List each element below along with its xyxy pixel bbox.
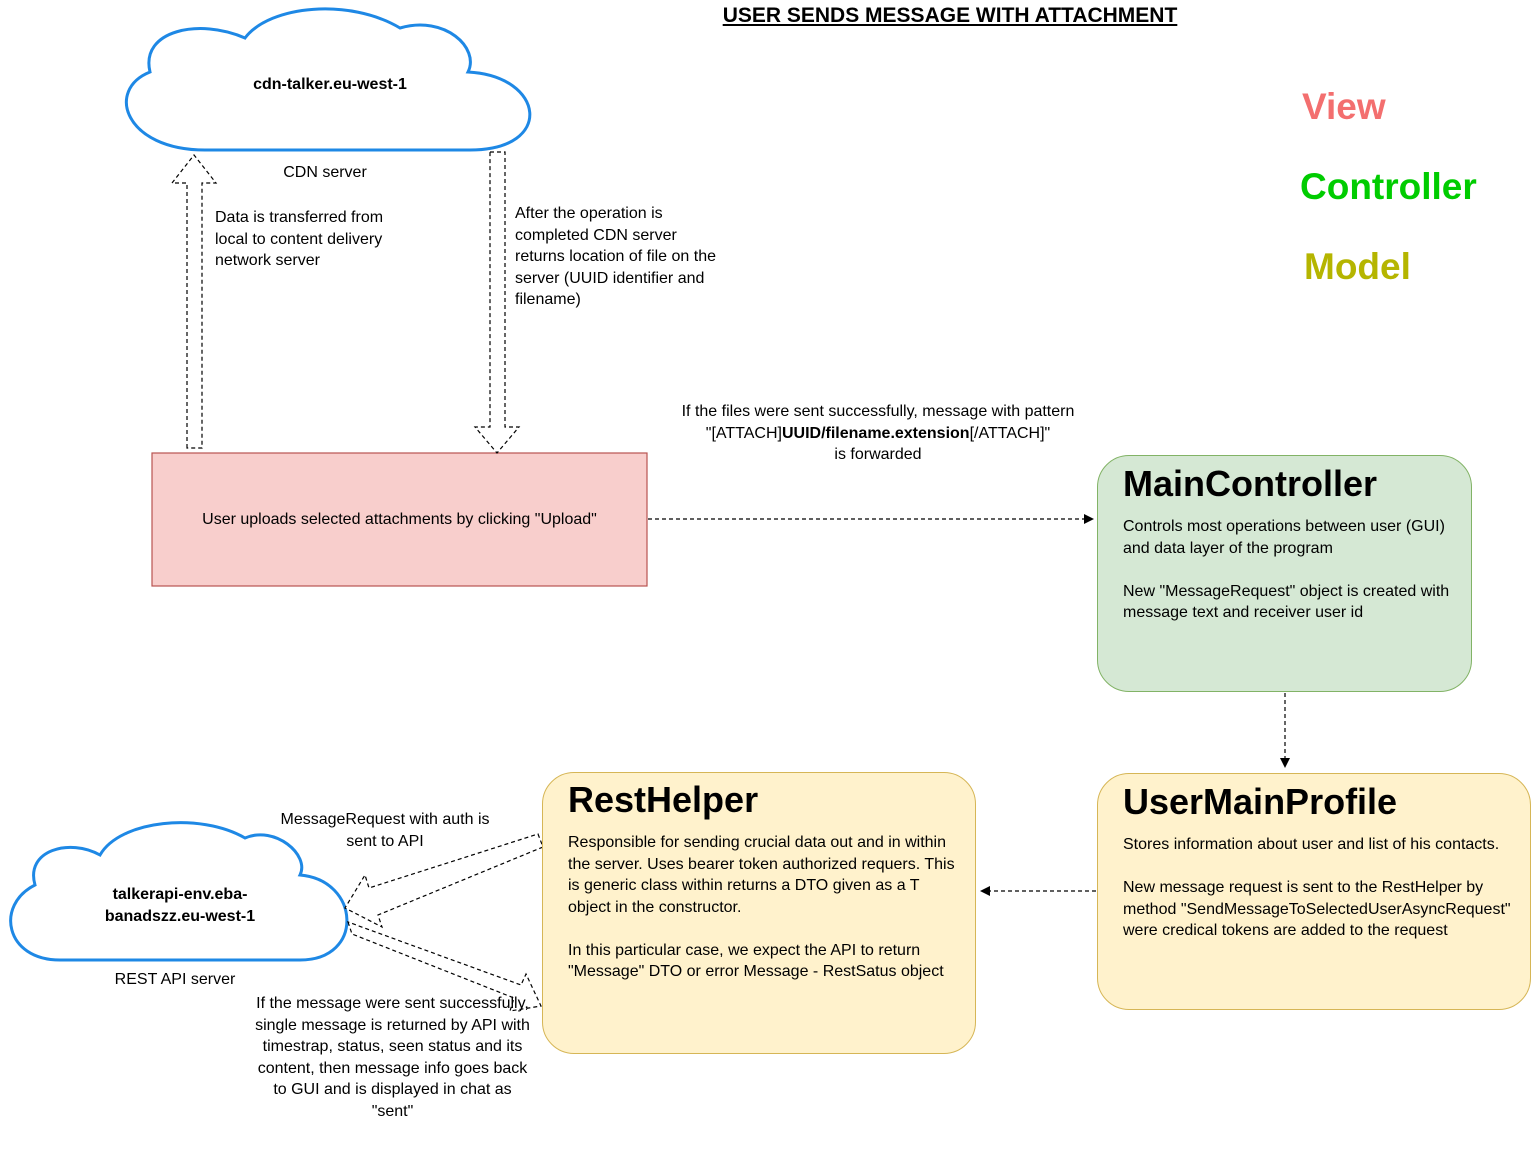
legend-view: View — [1302, 86, 1386, 127]
forward-note-suffix: [/ATTACH]" — [969, 424, 1051, 442]
rest-helper-body: Responsible for sending crucial data out… — [568, 834, 955, 980]
cdn-cloud-shape — [124, 7, 532, 152]
cdn-upload-note: Data is transferred from local to conten… — [215, 209, 384, 269]
forward-note-pattern-bold: UUID/filename.extension — [781, 424, 970, 442]
rest-helper-box[interactable]: RestHelper Responsible for sending cruci… — [542, 772, 976, 1054]
user-main-profile-body: Stores information about user and list o… — [1123, 836, 1511, 939]
api-request-note: MessageRequest with auth is sent to API — [280, 811, 490, 850]
api-server-name: talkerapi-env.eba-banadszz.eu-west-1 — [104, 886, 256, 925]
upload-box-text: User uploads selected attachments by cli… — [202, 511, 597, 528]
diagram-title: USER SENDS MESSAGE WITH ATTACHMENT — [722, 4, 1178, 27]
cdn-return-note: After the operation is completed CDN ser… — [515, 205, 717, 308]
api-server-label: REST API server — [114, 971, 236, 988]
legend-controller: Controller — [1300, 166, 1477, 207]
api-to-resthelper-arrow — [347, 921, 542, 1012]
main-controller-body: Controls most operations between user (G… — [1123, 518, 1450, 621]
upload-box[interactable] — [151, 452, 648, 587]
main-controller-title: MainController — [1123, 463, 1378, 504]
main-controller-box[interactable]: MainController Controls most operations … — [1097, 455, 1472, 692]
user-main-profile-title: UserMainProfile — [1123, 781, 1398, 822]
api-response-note: If the message were sent successfully, s… — [255, 995, 530, 1120]
forward-note-line1: If the files were sent successfully, mes… — [681, 403, 1075, 420]
cdn-to-upload-arrow — [473, 151, 521, 454]
forward-note-prefix: "[ATTACH] — [705, 424, 782, 442]
resthelper-to-api-arrow — [344, 833, 544, 929]
forward-note: If the files were sent successfully, mes… — [670, 401, 1086, 466]
cdn-server-name: cdn-talker.eu-west-1 — [253, 76, 407, 93]
forward-note-line3: is forwarded — [834, 446, 922, 463]
forward-note-pattern: "[ATTACH]UUID/filename.extension[/ATTACH… — [670, 423, 1086, 445]
api-cloud-shape — [9, 821, 349, 962]
upload-to-cdn-arrow — [170, 154, 218, 449]
cdn-server-label: CDN server — [283, 164, 367, 181]
rest-helper-title: RestHelper — [568, 779, 759, 820]
user-main-profile-box[interactable]: UserMainProfile Stores information about… — [1097, 773, 1531, 1010]
legend-model: Model — [1304, 246, 1411, 287]
